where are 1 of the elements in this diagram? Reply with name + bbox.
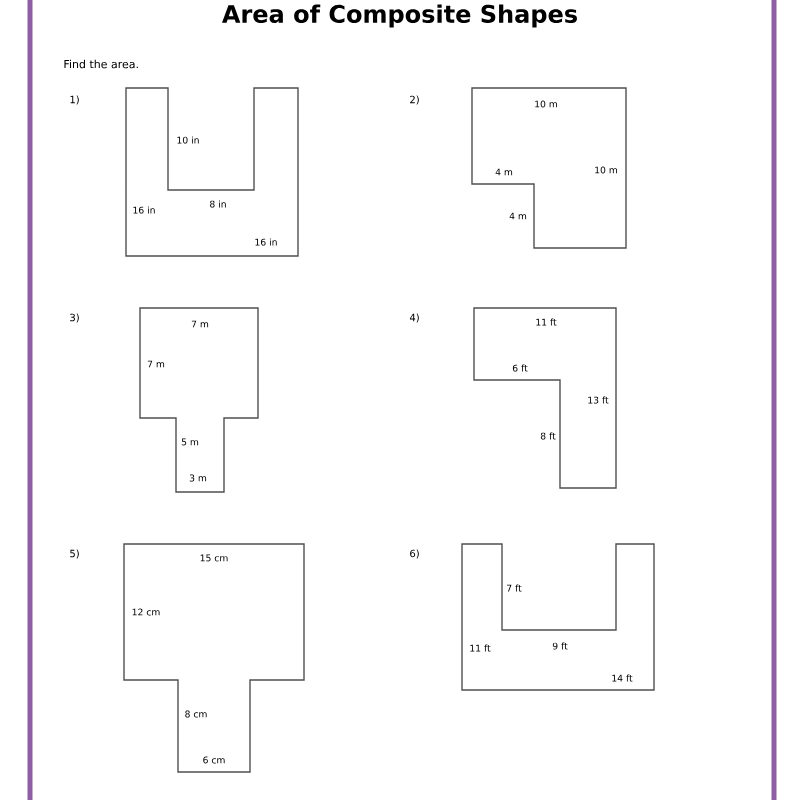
title: Area of Composite Shapes <box>222 4 577 28</box>
